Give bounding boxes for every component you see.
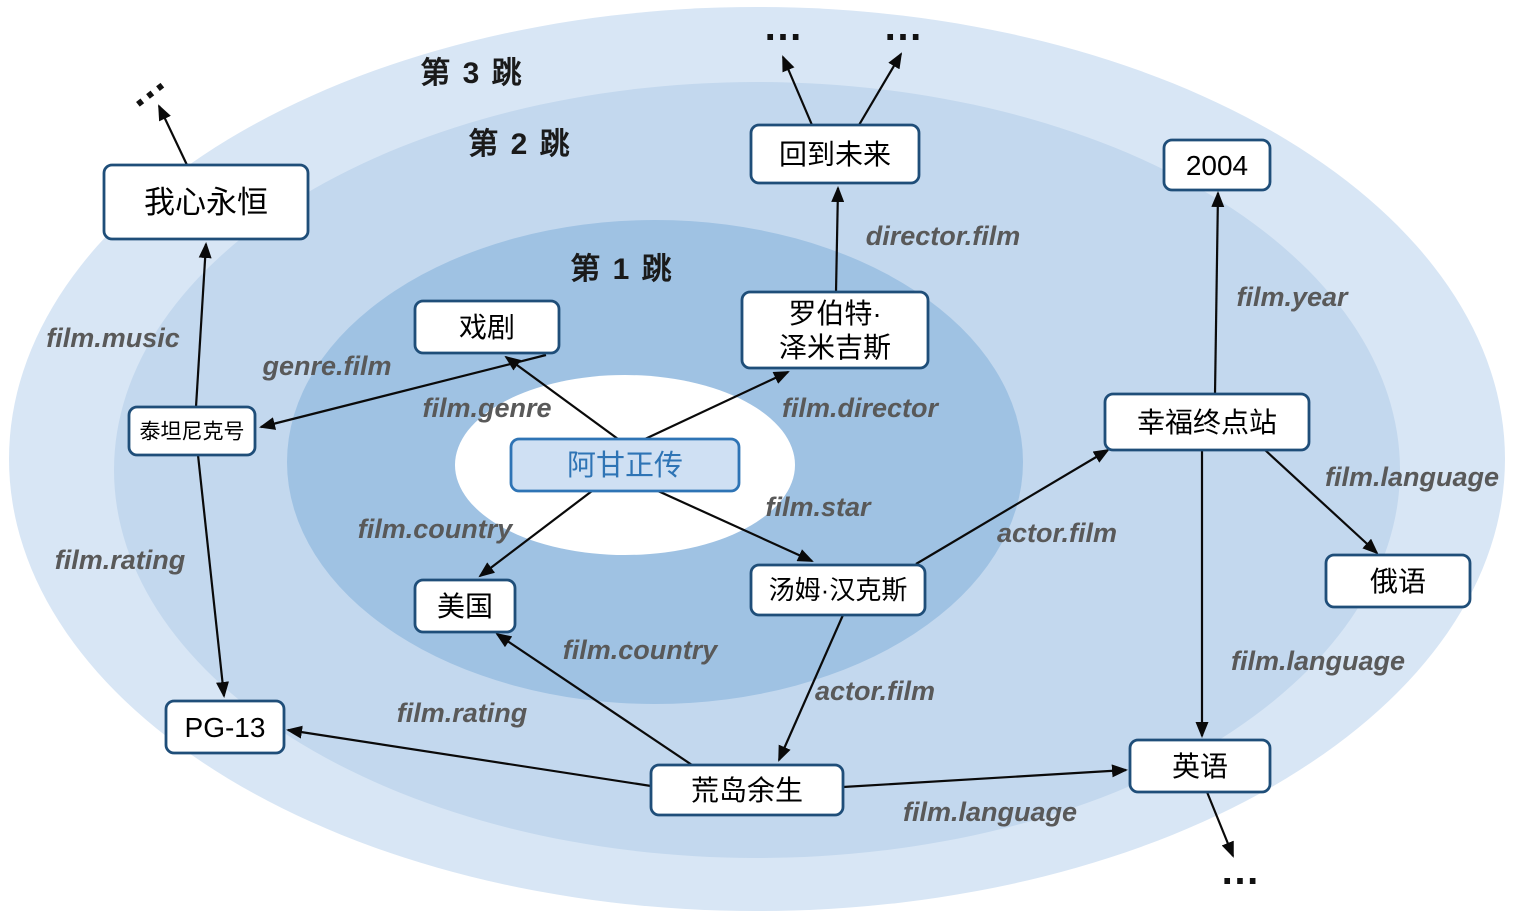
- edge-label-the-terminal-to-russian: film.language: [1325, 462, 1499, 492]
- node-box-robert-zemeckis: [740, 290, 930, 370]
- node-label-pg-13: PG-13: [185, 712, 266, 743]
- edge-cast-away-to-pg-13: [286, 725, 652, 788]
- ellipsis-more-upper-left: …: [115, 57, 174, 116]
- edge-drama-to-titanic: [259, 353, 547, 430]
- hop-label-3: 第 3 跳: [420, 56, 523, 90]
- edge-label-cast-away-to-pg-13: film.rating: [397, 698, 528, 728]
- edge-label-titanic-to-pg-13: film.rating: [55, 545, 186, 575]
- node-box-forrest-gump: [509, 437, 741, 493]
- edge-label-titanic-to-my-heart-will-go-on: film.music: [46, 323, 180, 353]
- node-box-back-to-the-future: [749, 123, 921, 185]
- edge-english-to-more-bottom-right: [1205, 791, 1235, 858]
- node-box-usa: [413, 578, 517, 634]
- edge-label-cast-away-to-usa: film.country: [563, 635, 719, 665]
- node-box-the-terminal: [1103, 392, 1311, 452]
- node-russian: 俄语: [1324, 553, 1472, 609]
- node-box-my-heart-will-go-on: [102, 163, 310, 241]
- edge-forrest-gump-to-drama: [504, 355, 619, 440]
- node-label-russian: 俄语: [1370, 566, 1426, 597]
- edge-the-terminal-to-year-2004: [1211, 191, 1225, 395]
- node-label-tom-hanks: 汤姆·汉克斯: [769, 575, 908, 605]
- edge-label-robert-zemeckis-to-back-to-the-future: director.film: [866, 221, 1021, 251]
- node-label-drama: 戏剧: [459, 312, 515, 343]
- hop-label-1: 第 1 跳: [570, 252, 673, 286]
- edge-label-cast-away-to-english: film.language: [903, 797, 1077, 827]
- edge-label-drama-to-titanic: genre.film: [261, 351, 391, 381]
- node-box-cast-away: [649, 763, 845, 817]
- node-year-2004: 2004: [1162, 138, 1272, 192]
- node-label-year-2004: 2004: [1186, 150, 1248, 181]
- node-label-usa: 美国: [437, 591, 493, 622]
- node-label-english: 英语: [1172, 751, 1228, 782]
- node-box-tom-hanks: [749, 563, 927, 617]
- ellipsis-more-top-right: …: [883, 5, 923, 49]
- node-box-titanic: [127, 405, 257, 457]
- edge-my-heart-will-go-on-to-more-upper-left: [158, 104, 188, 166]
- edge-label-the-terminal-to-year-2004: film.year: [1236, 282, 1349, 312]
- edge-label-tom-hanks-to-the-terminal: actor.film: [997, 518, 1117, 548]
- node-drama: 戏剧: [413, 299, 561, 355]
- edge-cast-away-to-usa: [495, 632, 693, 766]
- node-english: 英语: [1128, 738, 1272, 794]
- node-the-terminal: 幸福终点站: [1103, 392, 1311, 452]
- node-my-heart-will-go-on: 我心永恒: [102, 163, 310, 241]
- edge-the-terminal-to-russian: [1264, 449, 1379, 555]
- node-label-titanic: 泰坦尼克号: [140, 420, 245, 443]
- ellipsis-more-bottom-right: …: [1220, 849, 1260, 893]
- edge-label-forrest-gump-to-drama: film.genre: [422, 393, 551, 423]
- node-tom-hanks: 汤姆·汉克斯: [749, 563, 927, 617]
- edge-cast-away-to-english: [842, 764, 1128, 789]
- edge-label-the-terminal-to-english: film.language: [1231, 646, 1405, 676]
- node-label-robert-zemeckis: 泽米吉斯: [779, 332, 891, 363]
- node-box-russian: [1324, 553, 1472, 609]
- node-box-year-2004: [1162, 138, 1272, 192]
- node-label-back-to-the-future: 回到未来: [779, 139, 891, 170]
- edge-forrest-gump-to-usa: [478, 490, 593, 578]
- edge-tom-hanks-to-the-terminal: [915, 448, 1110, 565]
- node-box-drama: [413, 299, 561, 355]
- edge-forrest-gump-to-robert-zemeckis: [644, 371, 790, 440]
- edge-label-forrest-gump-to-robert-zemeckis: film.director: [782, 393, 940, 423]
- hop-label-2: 第 2 跳: [468, 127, 571, 161]
- node-pg-13: PG-13: [164, 699, 286, 755]
- node-label-my-heart-will-go-on: 我心永恒: [144, 185, 268, 220]
- edge-forrest-gump-to-tom-hanks: [657, 489, 814, 563]
- edge-titanic-to-pg-13: [196, 454, 229, 698]
- ellipsis-more-top-left: …: [763, 5, 803, 49]
- node-usa: 美国: [413, 578, 517, 634]
- edge-titanic-to-my-heart-will-go-on: [194, 242, 212, 408]
- edge-tom-hanks-to-cast-away: [777, 614, 845, 762]
- node-label-the-terminal: 幸福终点站: [1137, 407, 1277, 438]
- node-back-to-the-future: 回到未来: [749, 123, 921, 185]
- edge-label-forrest-gump-to-tom-hanks: film.star: [765, 492, 872, 522]
- edge-back-to-the-future-to-more-top-left: [781, 55, 814, 126]
- node-label-cast-away: 荒岛余生: [691, 775, 803, 806]
- edge-label-forrest-gump-to-usa: film.country: [358, 514, 514, 544]
- edge-robert-zemeckis-to-back-to-the-future: [831, 186, 845, 293]
- edge-label-tom-hanks-to-cast-away: actor.film: [815, 676, 935, 706]
- node-label-forrest-gump: 阿甘正传: [567, 449, 683, 482]
- node-titanic: 泰坦尼克号: [127, 405, 257, 457]
- node-forrest-gump: 阿甘正传: [509, 437, 741, 493]
- node-label-robert-zemeckis: 罗伯特·: [788, 298, 881, 329]
- node-box-pg-13: [164, 699, 286, 755]
- node-cast-away: 荒岛余生: [649, 763, 845, 817]
- node-robert-zemeckis: 罗伯特·泽米吉斯: [740, 290, 930, 370]
- edge-back-to-the-future-to-more-top-right: [858, 52, 903, 126]
- node-box-english: [1128, 738, 1272, 794]
